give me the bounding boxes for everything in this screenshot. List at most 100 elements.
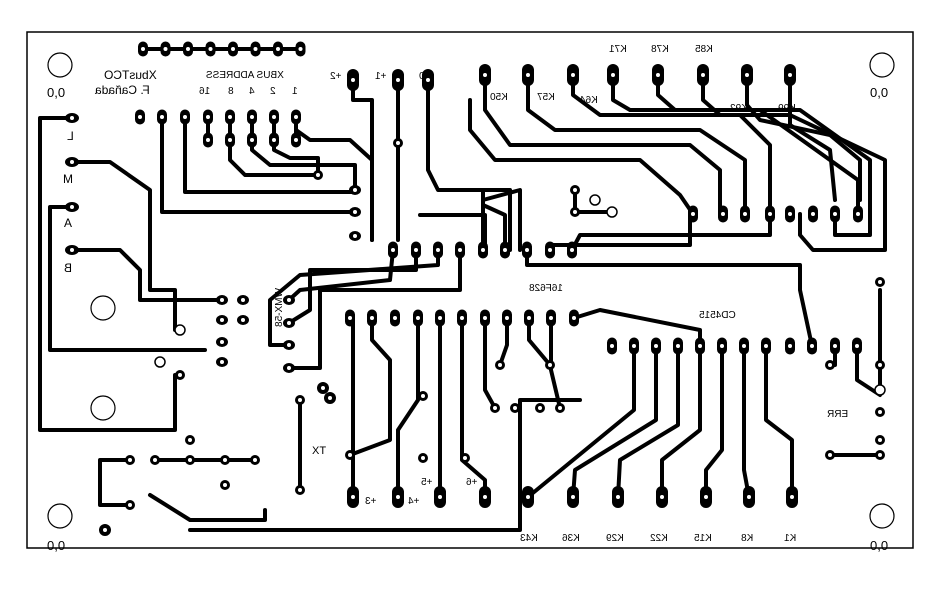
pad-hole xyxy=(526,495,530,499)
pad-hole xyxy=(426,78,430,82)
pad-hole xyxy=(878,363,882,367)
pad-hole xyxy=(691,212,695,216)
input-label-4: +4 xyxy=(408,496,420,507)
pad-hole xyxy=(163,47,168,51)
pad-hole xyxy=(526,73,530,77)
pad-hole xyxy=(294,115,298,119)
pad-hole xyxy=(616,495,620,499)
pad-hole xyxy=(571,73,575,77)
pad-hole xyxy=(549,316,553,320)
pad-hole xyxy=(833,212,837,216)
pad-hole xyxy=(353,234,357,238)
copper-track xyxy=(616,344,680,499)
pad-hole xyxy=(128,458,132,462)
pad-hole xyxy=(810,344,814,348)
copper-track xyxy=(704,344,724,499)
pad-hole xyxy=(220,360,224,364)
copper-track xyxy=(348,316,392,457)
corner-label-bl: 0,0 xyxy=(47,538,66,553)
k-label-bottom-6: K1 xyxy=(784,533,797,544)
pad-hole xyxy=(571,495,575,499)
ic-label-16f628: 16F628 xyxy=(529,283,563,294)
pad-hole xyxy=(228,115,232,119)
pad-hole xyxy=(287,298,291,302)
copper-track xyxy=(526,344,636,499)
pad-hole xyxy=(538,406,542,410)
side-label-m: M xyxy=(63,172,73,186)
pad-hole xyxy=(878,453,882,457)
pad-hole xyxy=(208,47,213,51)
k-label-top-5: K85 xyxy=(695,44,713,55)
pad-hole xyxy=(503,248,507,252)
pad-hole xyxy=(223,458,227,462)
k-label-bottom-2: K29 xyxy=(606,533,624,544)
pad-hole xyxy=(878,410,882,414)
test-point xyxy=(606,206,618,218)
k-label-bottom-5: K8 xyxy=(741,533,754,544)
ic-label-cd4515: CD4515 xyxy=(699,310,736,321)
pad-hole xyxy=(745,73,749,77)
pad-hole xyxy=(438,316,442,320)
pad-hole xyxy=(70,160,74,164)
pad-hole xyxy=(250,115,254,119)
pad-hole xyxy=(370,316,374,320)
err-label: ERR xyxy=(827,409,849,420)
pad-hole xyxy=(505,316,509,320)
pad-hole xyxy=(572,316,576,320)
input-label-2: +2 xyxy=(330,71,342,82)
side-label-a: A xyxy=(64,216,73,230)
pad-hole xyxy=(128,503,132,507)
pad-hole xyxy=(298,398,302,402)
pad-hole xyxy=(436,248,440,252)
pad-hole xyxy=(353,210,357,214)
pad-hole xyxy=(160,115,164,119)
input-label-3: +3 xyxy=(365,496,377,507)
pad-hole xyxy=(328,396,332,400)
side-label-b: B xyxy=(64,261,73,275)
pad-hole xyxy=(498,363,502,367)
pad-hole xyxy=(483,495,487,499)
pad-hole xyxy=(351,78,355,82)
copper-track xyxy=(498,316,509,367)
mounting-hole xyxy=(90,395,116,421)
pad-hole xyxy=(220,298,224,302)
input-label-0: +0 xyxy=(419,71,431,82)
copper-track xyxy=(287,248,395,302)
pad-hole xyxy=(138,115,142,119)
pad-hole xyxy=(396,495,400,499)
pad-hole xyxy=(768,212,772,216)
k-label-top-0: K50 xyxy=(490,92,508,103)
pad-hole xyxy=(493,406,497,410)
copper-track xyxy=(526,73,747,216)
pad-hole xyxy=(611,73,615,77)
pad-hole xyxy=(525,248,529,252)
test-point xyxy=(174,324,186,336)
copper-track xyxy=(268,248,440,347)
pad-hole xyxy=(298,47,303,51)
copper-track xyxy=(48,205,207,352)
pad-hole xyxy=(231,47,235,51)
copper-track xyxy=(228,138,320,177)
pad-hole xyxy=(438,495,442,499)
pad-hole xyxy=(206,138,210,142)
pad-hole xyxy=(183,115,187,119)
copper-track xyxy=(570,212,772,252)
corner-label-tl: 0,0 xyxy=(47,85,66,100)
copper-track xyxy=(287,248,462,370)
pad-hole xyxy=(828,363,832,367)
mounting-hole xyxy=(869,503,895,529)
copper-track xyxy=(148,493,267,522)
address-bit-4: 4 xyxy=(249,86,255,97)
pad-hole xyxy=(206,115,210,119)
pad-hole xyxy=(720,344,724,348)
corner-label-tr: 0,0 xyxy=(870,85,889,100)
pad-hole xyxy=(287,366,291,370)
pad-hole xyxy=(790,495,794,499)
k-label-top-2: K64 xyxy=(580,95,598,106)
pad-hole xyxy=(272,115,276,119)
pad-hole xyxy=(241,318,245,322)
copper-track xyxy=(426,78,487,192)
pad-hole xyxy=(573,210,577,214)
pad-hole xyxy=(833,344,837,348)
copper-track xyxy=(70,160,177,332)
